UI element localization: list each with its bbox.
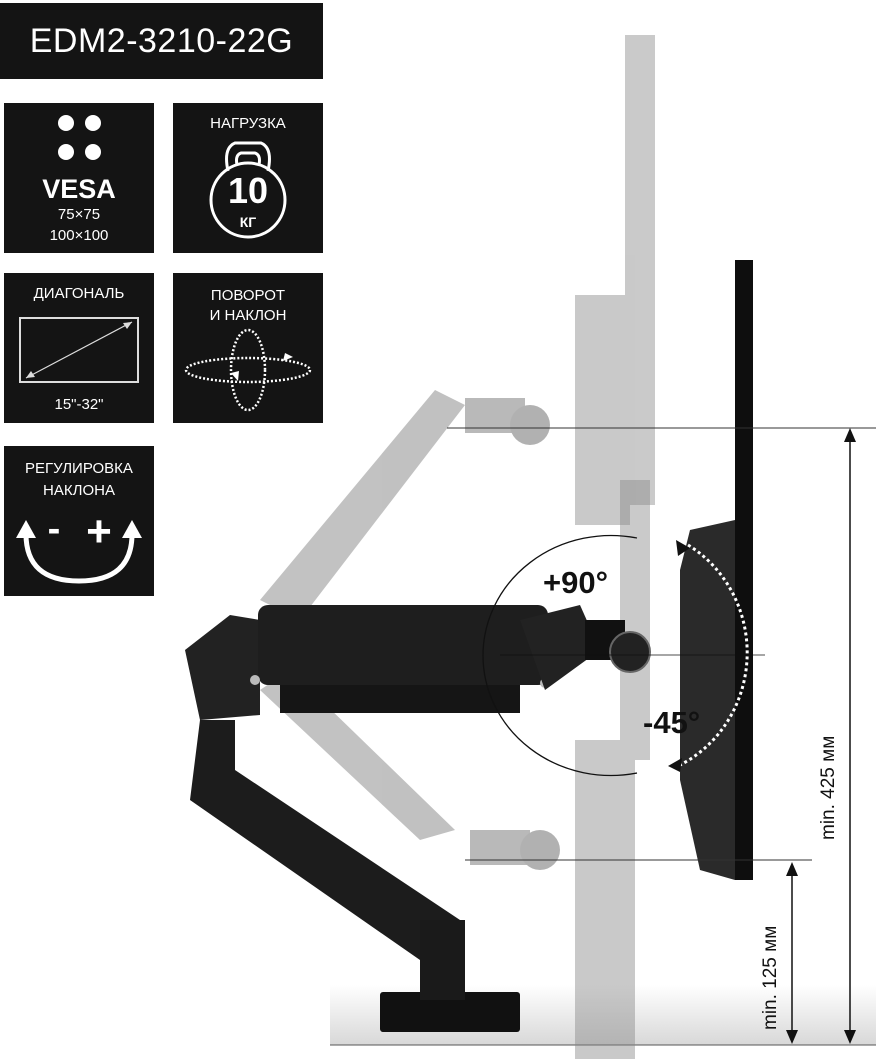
screen-diagonal-icon: [19, 317, 139, 383]
rotation-label-1: ПОВОРОТ: [210, 287, 286, 304]
load-unit: КГ: [239, 214, 257, 230]
height-min-label: min. 125 мм: [760, 925, 781, 1030]
rotation-tilt-tile: ПОВОРОТ И НАКЛОН: [173, 273, 323, 423]
diagonal-tile: ДИАГОНАЛЬ 15"-32": [4, 273, 154, 423]
vesa-tile: VESA 75×75 100×100: [4, 103, 154, 253]
diagonal-range: 15"-32": [54, 396, 104, 413]
vesa-size-1: 75×75: [57, 206, 101, 223]
kettlebell-icon: [209, 141, 287, 239]
load-value: 10: [227, 170, 269, 211]
tilt-arc-dotted: [679, 543, 749, 767]
height-max-label: min. 425 мм: [818, 735, 839, 840]
load-label: НАГРУЗКА: [210, 115, 286, 132]
load-tile: НАГРУЗКА 10 КГ: [173, 103, 323, 253]
rotation-label-2: И НАКЛОН: [209, 307, 287, 324]
ghost-upper-position: [260, 35, 655, 620]
tilt-plus: +: [86, 507, 112, 556]
product-model-title: EDM2-3210-22G: [0, 3, 323, 79]
tilt-arc-icon: [16, 520, 142, 584]
tilt-minus: -: [47, 508, 61, 550]
desk-clamp: [380, 992, 520, 1032]
tilt-angle-up: +90°: [543, 565, 608, 600]
tilt-label-2: НАКЛОНА: [43, 482, 115, 499]
diagonal-label: ДИАГОНАЛЬ: [33, 285, 125, 302]
monitor: [680, 260, 753, 880]
rotation-arrows-icon: [184, 328, 312, 412]
tilt-adjust-tile: РЕГУЛИРОВКА НАКЛОНА - +: [4, 446, 154, 596]
tilt-angle-down: -45°: [643, 705, 701, 740]
tilt-label-1: РЕГУЛИРОВКА: [25, 460, 133, 477]
vesa-holes-icon: [58, 115, 101, 160]
monitor-arm: [185, 605, 651, 1032]
vesa-size-2: 100×100: [49, 227, 109, 244]
vesa-label: VESA: [42, 174, 116, 204]
tilt-arc: [482, 534, 638, 777]
